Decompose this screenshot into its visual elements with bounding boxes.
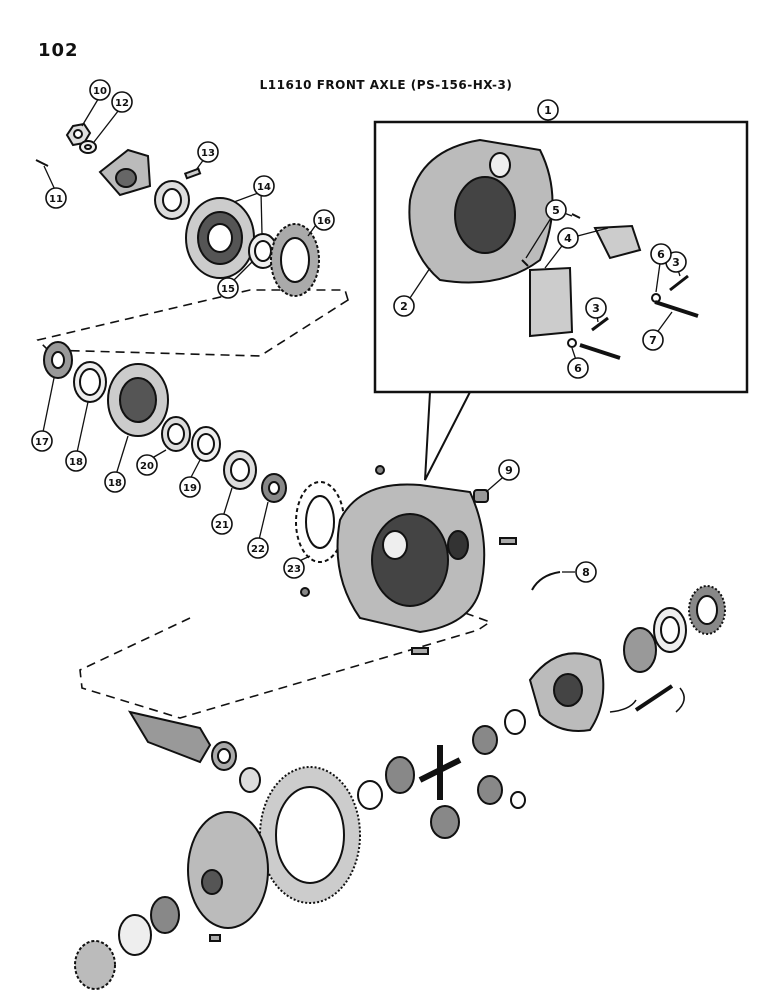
callout-number: 3 (672, 256, 680, 269)
callout-number: 10 (93, 86, 107, 97)
page-number: 102 (38, 40, 79, 61)
detail-inset-box (373, 120, 749, 394)
bearing-cap-part (529, 266, 574, 338)
callout-8: 8 (575, 561, 597, 583)
callout-circle (253, 175, 275, 197)
pinion-bearing-parts (43, 341, 345, 563)
differential-case-part (187, 811, 269, 929)
callout-circle (217, 277, 239, 299)
callout-number: 9 (505, 464, 513, 477)
callout-20: 20 (136, 454, 158, 476)
callout-number: 20 (140, 461, 154, 472)
diagram-title: L11610 FRONT AXLE (PS-156-HX-3) (259, 78, 513, 92)
callout-6: 6 (650, 243, 672, 265)
callout-circle (111, 91, 133, 113)
callout-circle (498, 459, 520, 481)
callout-13: 13 (197, 141, 219, 163)
drive-pinion-part (127, 710, 212, 764)
callout-number: 13 (201, 148, 215, 159)
plug-part (473, 489, 489, 503)
callout-17: 17 (31, 430, 53, 452)
callout-circle (211, 513, 233, 535)
callout-number: 16 (317, 216, 331, 227)
callout-number: 2 (400, 300, 408, 313)
callout-number: 6 (574, 362, 582, 375)
callout-16: 16 (313, 209, 335, 231)
callout-number: 8 (582, 566, 590, 579)
callout-3: 3 (585, 297, 607, 319)
callout-circle (104, 471, 126, 493)
callout-circle (45, 187, 67, 209)
callout-number: 7 (649, 334, 657, 347)
pinion-cage-parts (35, 122, 320, 297)
callout-circle (557, 227, 579, 249)
callout-number: 15 (221, 284, 235, 295)
callout-22: 22 (247, 537, 269, 559)
callout-circle (179, 476, 201, 498)
callout-18: 18 (65, 450, 87, 472)
callout-12: 12 (111, 91, 133, 113)
callout-number: 22 (251, 544, 265, 555)
callout-1: 1 (537, 99, 559, 121)
callout-circle (575, 561, 597, 583)
callout-circle (247, 537, 269, 559)
callout-circle (585, 297, 607, 319)
callout-18: 18 (104, 471, 126, 493)
callout-number: 18 (69, 457, 83, 468)
callout-9: 9 (498, 459, 520, 481)
callout-number: 11 (49, 194, 63, 205)
callout-5: 5 (545, 199, 567, 221)
callout-number: 12 (115, 98, 129, 109)
callout-21: 21 (211, 513, 233, 535)
callout-circle (197, 141, 219, 163)
callout-circle (642, 329, 664, 351)
callout-number: 23 (287, 564, 301, 575)
callout-number: 21 (215, 520, 229, 531)
callout-number: 6 (657, 248, 665, 261)
differential-carrier-housing (300, 465, 561, 655)
cross-shaft-part (418, 745, 462, 800)
callout-number: 14 (257, 182, 271, 193)
callout-circle (545, 199, 567, 221)
bearing-cap-part (593, 224, 642, 260)
callout-6: 6 (567, 357, 589, 379)
washer-part (79, 140, 97, 154)
callout-circle (65, 450, 87, 472)
callout-15: 15 (217, 277, 239, 299)
callout-circle (89, 79, 111, 101)
callout-number: 18 (108, 478, 122, 489)
callout-10: 10 (89, 79, 111, 101)
callout-circle (136, 454, 158, 476)
callout-number: 17 (35, 437, 49, 448)
callout-14: 14 (253, 175, 275, 197)
callout-number: 4 (564, 232, 572, 245)
callout-4: 4 (557, 227, 579, 249)
callout-19: 19 (179, 476, 201, 498)
callout-circle (283, 557, 305, 579)
callout-number: 3 (592, 302, 600, 315)
callout-7: 7 (642, 329, 664, 351)
callout-number: 19 (183, 483, 197, 494)
dashed-group-lines (36, 289, 492, 719)
callout-circle (650, 243, 672, 265)
differential-gear-parts (74, 585, 726, 990)
detail-callout-pointer (424, 391, 471, 481)
callout-circle (31, 430, 53, 452)
inset-carrier-parts (408, 138, 699, 360)
callout-circle (567, 357, 589, 379)
callout-number: 1 (544, 104, 552, 117)
callout-circle (537, 99, 559, 121)
callout-circle (393, 295, 415, 317)
callout-2: 2 (393, 295, 415, 317)
callout-number: 5 (552, 204, 560, 217)
callout-11: 11 (45, 187, 67, 209)
callout-23: 23 (283, 557, 305, 579)
callout-circle (313, 209, 335, 231)
